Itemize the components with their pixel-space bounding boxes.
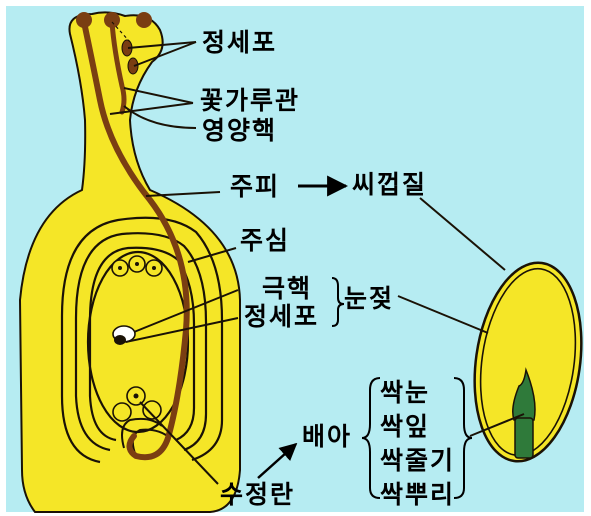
embryo-axis [515,418,533,458]
label-zygote: 수정란 [220,482,295,507]
synergid-cell [113,403,131,421]
label-sperm-mid: 정세포 [244,304,319,329]
label-nucellus: 주심 [240,228,290,253]
label-pollen-tube: 꽃가루관 [200,88,300,113]
sperm-in-central-cell [114,335,126,345]
label-nutrient-nucleus: 영양핵 [202,118,277,143]
antipodal-nucleus [152,266,156,270]
pollen-grain [76,12,92,28]
synergid-cell [143,401,161,419]
label-seed-coat: 씨껍질 [352,172,427,197]
label-polar-nuclei: 극핵 [262,276,312,301]
label-cotyledon: 싹잎 [380,414,430,439]
antipodal-nucleus [135,262,139,266]
label-sperm-top: 정세포 [202,30,277,55]
label-endosperm: 눈젖 [344,286,394,311]
pollen-grain [104,12,120,28]
antipodal-nucleus [118,266,122,270]
egg-nucleus [134,394,139,399]
label-integument: 주피 [230,174,280,199]
pollen-grain [136,12,152,28]
label-hypocotyl: 싹줄기 [380,448,455,473]
label-embryo: 배아 [302,424,352,449]
label-plumule: 싹눈 [380,380,430,405]
label-radicle: 싹뿌리 [380,482,455,507]
